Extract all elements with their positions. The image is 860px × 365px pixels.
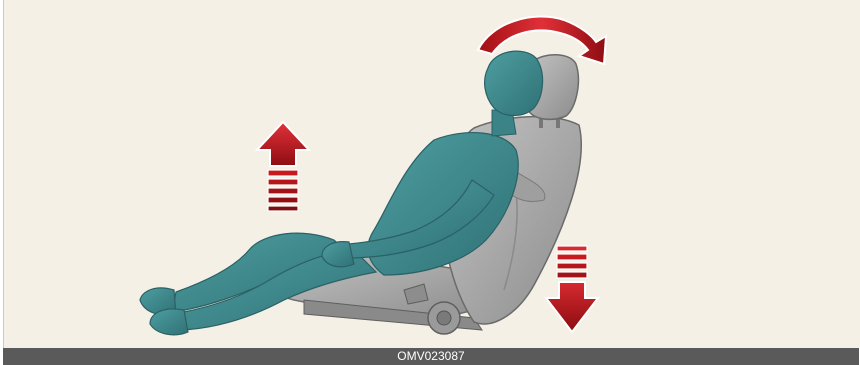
arrow-up-icon bbox=[257, 122, 309, 211]
arrow-down-icon bbox=[546, 246, 598, 332]
illustration-panel bbox=[3, 0, 860, 348]
seat-illustration bbox=[4, 0, 860, 348]
figure-code-bar: OMV023087 bbox=[3, 348, 859, 365]
figure-code: OMV023087 bbox=[397, 349, 464, 363]
